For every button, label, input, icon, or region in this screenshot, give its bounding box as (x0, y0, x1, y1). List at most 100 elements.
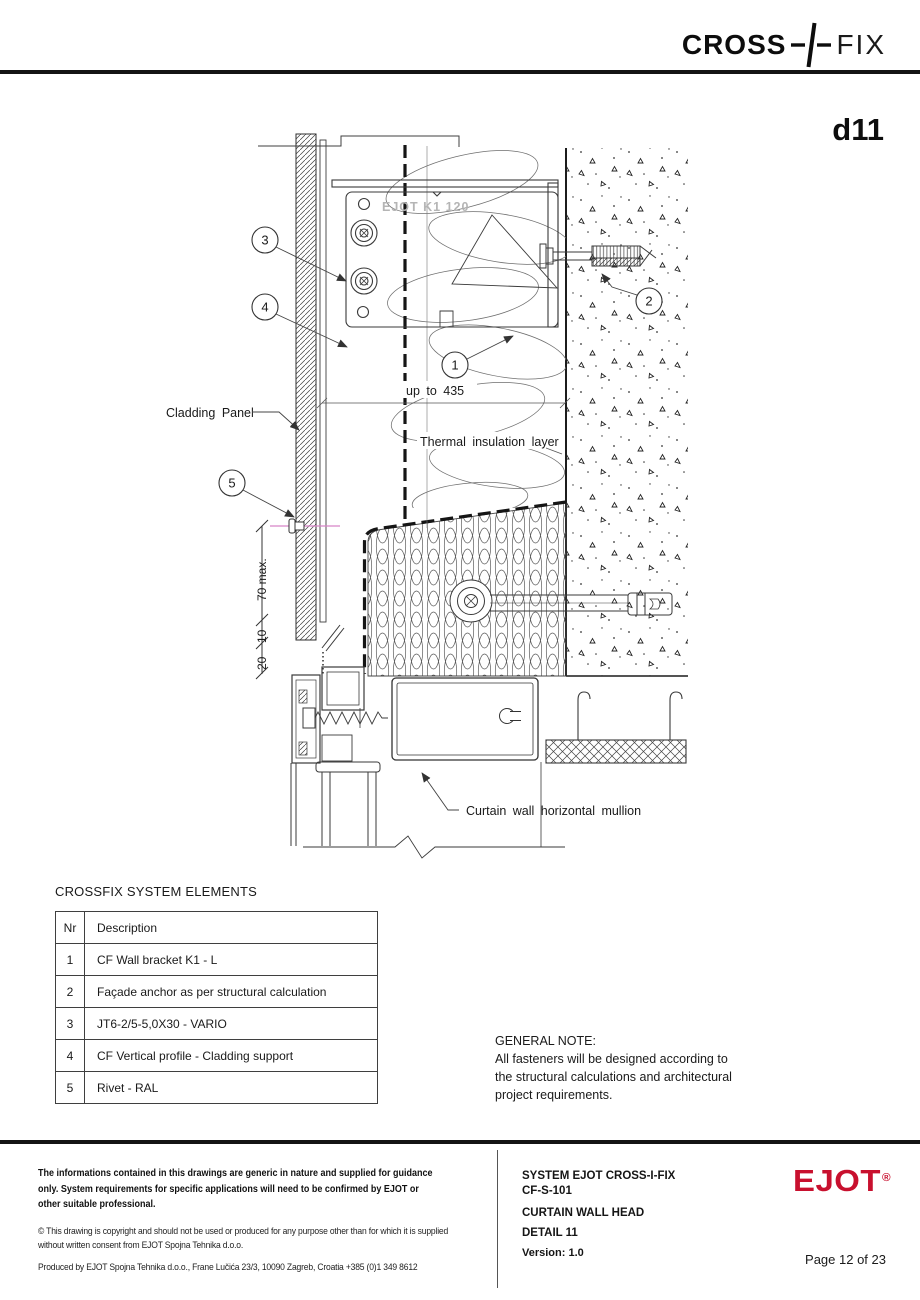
dim-20: 20 (255, 656, 269, 670)
svg-text:1: 1 (451, 358, 458, 373)
dimension-435 (316, 397, 571, 409)
fastener-screw-bottom (350, 267, 378, 295)
produced-by-line: Produced by EJOT Spojna Tehnika d.o.o., … (38, 1261, 418, 1273)
detail-code: d11 (832, 112, 884, 147)
dimension-chain: 70 max. 10 20 (255, 518, 340, 680)
ejot-logo-text: EJOT (793, 1163, 881, 1198)
callout-3: 3 (251, 226, 279, 254)
copyright-icon: © (38, 1225, 45, 1237)
callout-1: 1 (441, 351, 469, 379)
label-leaders (252, 411, 459, 811)
footer-rule (0, 1140, 920, 1144)
crossfix-logo-cross-text: CROSS (681, 29, 787, 60)
system-code: CF-S-101 (522, 1185, 572, 1197)
dim-70-max: 70 max. (255, 558, 269, 601)
page-number: Page 12 of 23 (805, 1252, 886, 1267)
registered-mark-icon: ® (882, 1172, 892, 1184)
table-row: 1 CF Wall bracket K1 - L (55, 943, 378, 976)
col-header-nr: Nr (55, 911, 85, 944)
row-description: Rivet - RAL (84, 1071, 378, 1104)
copyright-paragraph: © This drawing is copyright and should n… (38, 1225, 461, 1253)
copyright-text: This drawing is copyright and should not… (46, 1225, 449, 1237)
glazing-unit (290, 761, 565, 859)
row-description: JT6-2/5-5,0X30 - VARIO (84, 1007, 378, 1040)
table-title: CROSSFIX SYSTEM ELEMENTS (55, 884, 258, 899)
disclaimer-line: only. System requirements for specific a… (38, 1183, 419, 1195)
break-line-top (258, 135, 460, 147)
header-rule (0, 70, 920, 74)
row-nr: 3 (55, 1007, 85, 1040)
general-note: GENERAL NOTE: All fasteners will be desi… (495, 1032, 795, 1104)
table-row: 2 Façade anchor as per structural calcul… (55, 975, 378, 1008)
label-up-to-435: up to 435 (406, 384, 464, 398)
disclaimer-line: other suitable professional. (38, 1199, 156, 1210)
facade-anchor-lower (449, 579, 673, 623)
insulation-upper (385, 150, 566, 508)
general-note-line: the structural calculations and architec… (495, 1070, 732, 1084)
concrete-wall (565, 148, 688, 677)
sill-and-membrane (545, 691, 687, 764)
wall-bracket-k1: EJOT K1 120 (331, 179, 559, 328)
general-note-title: GENERAL NOTE: (495, 1034, 596, 1048)
table-row: 3 JT6-2/5-5,0X30 - VARIO (55, 1007, 378, 1040)
drawing-labels: up to 435 Thermal insulation layer Cladd… (166, 381, 641, 818)
row-description: Façade anchor as per structural calculat… (84, 975, 378, 1008)
row-description: CF Wall bracket K1 - L (84, 943, 378, 976)
footer-title-block: SYSTEM EJOT CROSS-I-FIX CF-S-101 CURTAIN… (522, 1170, 675, 1259)
fastener-screw-top (350, 219, 378, 247)
version-label: Version: 1.0 (522, 1247, 584, 1259)
callout-leaders (242, 246, 638, 518)
break-line-bottom (303, 835, 565, 859)
system-name: SYSTEM EJOT CROSS-I-FIX (522, 1170, 676, 1182)
drawing-title: CURTAIN WALL HEAD (522, 1207, 645, 1219)
copyright-line: without written consent from EJOT Spojna… (38, 1239, 244, 1251)
row-nr: 5 (55, 1071, 85, 1104)
row-nr: 1 (55, 943, 85, 976)
label-thermal-insulation: Thermal insulation layer (420, 435, 559, 449)
dim-10: 10 (255, 629, 269, 643)
general-note-line: project requirements. (495, 1088, 613, 1102)
callout-2: 2 (635, 287, 663, 315)
row-description: CF Vertical profile - Cladding support (84, 1039, 378, 1072)
vapour-layer-dashed-lines (362, 145, 567, 674)
label-cladding-panel: Cladding Panel (166, 406, 254, 420)
row-nr: 4 (55, 1039, 85, 1072)
table-row: 5 Rivet - RAL (55, 1071, 378, 1104)
disclaimer-line: The informations contained in this drawi… (38, 1168, 433, 1179)
ejot-logo: EJOT® (793, 1163, 891, 1199)
rivet (288, 518, 305, 534)
vertical-profile (319, 139, 327, 623)
footer-divider (497, 1150, 498, 1288)
curtain-wall-mullion (391, 677, 539, 761)
col-header-description: Description (84, 911, 378, 944)
disclaimer-paragraph: The informations contained in this drawi… (38, 1166, 461, 1213)
table-header-row: Nr Description (55, 911, 378, 944)
table-row: 4 CF Vertical profile - Cladding support (55, 1039, 378, 1072)
technical-drawing: EJOT K1 120 (166, 133, 688, 859)
copyright-line-first: © This drawing is copyright and should n… (38, 1225, 461, 1239)
row-nr: 2 (55, 975, 85, 1008)
cladding-panel-section (295, 133, 327, 641)
label-mullion: Curtain wall horizontal mullion (466, 804, 641, 818)
callouts: 1 2 3 4 5 (218, 226, 663, 518)
svg-text:5: 5 (228, 476, 235, 491)
general-note-line: All fasteners will be designed according… (495, 1052, 728, 1066)
bracket-stamp-text: EJOT K1 120 (382, 200, 469, 214)
crossfix-logo-fix-text: FIX (836, 29, 886, 60)
footer-disclaimer-block: The informations contained in this drawi… (38, 1166, 461, 1273)
system-elements-section: CROSSFIX SYSTEM ELEMENTS Nr Description … (55, 884, 395, 1104)
detail-number: DETAIL 11 (522, 1227, 578, 1239)
insulation-lower (367, 502, 567, 677)
transom-profiles (291, 624, 388, 764)
svg-text:3: 3 (261, 233, 268, 248)
elements-table: Nr Description 1 CF Wall bracket K1 - L … (55, 911, 378, 1104)
membrane-hook-left (577, 691, 591, 740)
crossfix-logo: CROSS FIX (682, 22, 886, 68)
crossfix-plus-icon (791, 22, 832, 68)
svg-text:4: 4 (261, 300, 268, 315)
facade-anchor-upper (539, 243, 657, 269)
callout-4: 4 (251, 293, 279, 321)
screw-channel-icon (499, 708, 521, 724)
membrane-hook-right (669, 691, 683, 740)
